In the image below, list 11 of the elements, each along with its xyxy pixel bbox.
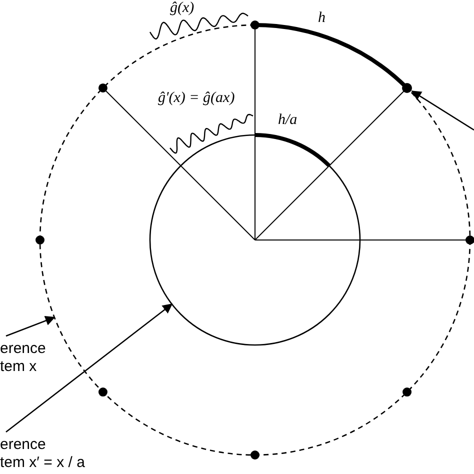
arrow bbox=[6, 316, 56, 337]
math-label: ĝ′(x) = ĝ(ax) bbox=[158, 90, 235, 107]
math-label: h bbox=[318, 10, 326, 27]
caption-text: erence tem x bbox=[0, 340, 46, 376]
arrow bbox=[411, 90, 474, 131]
caption-text: erence tem x′ = x / a bbox=[0, 436, 85, 472]
point-marker bbox=[402, 82, 412, 93]
math-label: ĝ(x) bbox=[170, 0, 194, 17]
arrow bbox=[6, 304, 173, 433]
math-label: h/a bbox=[278, 112, 298, 129]
circle bbox=[149, 134, 361, 346]
